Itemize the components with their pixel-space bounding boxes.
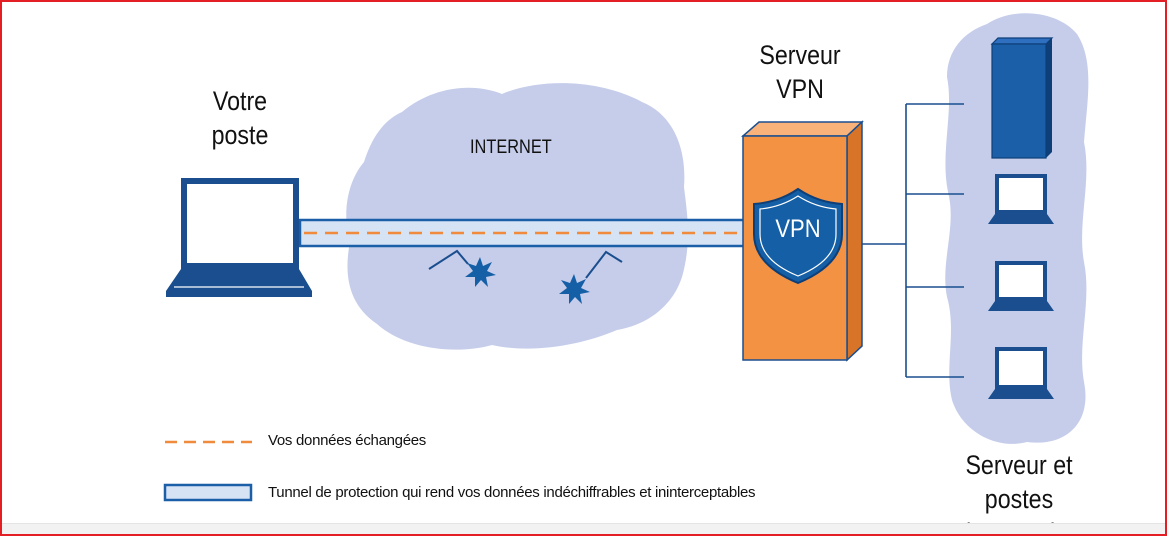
laptop-icon: [988, 174, 1054, 224]
internet-cloud: [346, 83, 688, 350]
attack-spark-icon: [428, 249, 496, 287]
vpn-server-label: Serveur VPN: [740, 38, 860, 106]
legend-tunnel-swatch: [163, 483, 253, 502]
vpn-shield-icon: [753, 187, 843, 285]
legend-tunnel-text: Tunnel de protection qui rend vos donnée…: [268, 484, 756, 501]
your-station-label-line2: poste: [211, 120, 269, 150]
laptop-icon: [988, 347, 1054, 399]
attack-spark-icon: [559, 250, 623, 304]
company-cloud: [945, 13, 1089, 444]
bottom-strip: [2, 523, 1165, 534]
vpn-shield-label: VPN: [775, 215, 821, 243]
internet-label: INTERNET: [470, 137, 552, 158]
vpn-server-label-line2: VPN: [776, 74, 824, 104]
your-station-label-line1: Votre: [212, 86, 268, 116]
vpn-server-label-line1: Serveur: [759, 40, 841, 70]
enterprise-server-icon: [990, 37, 1054, 159]
legend-data-exchanged-text: Vos données échangées: [268, 432, 427, 449]
laptop-icon: [988, 261, 1054, 311]
network-connections: [862, 103, 964, 378]
your-station-label: Votre poste: [180, 84, 300, 152]
laptop-icon: [166, 178, 312, 297]
enterprise-label-line1: Serveur et postes: [965, 450, 1073, 514]
